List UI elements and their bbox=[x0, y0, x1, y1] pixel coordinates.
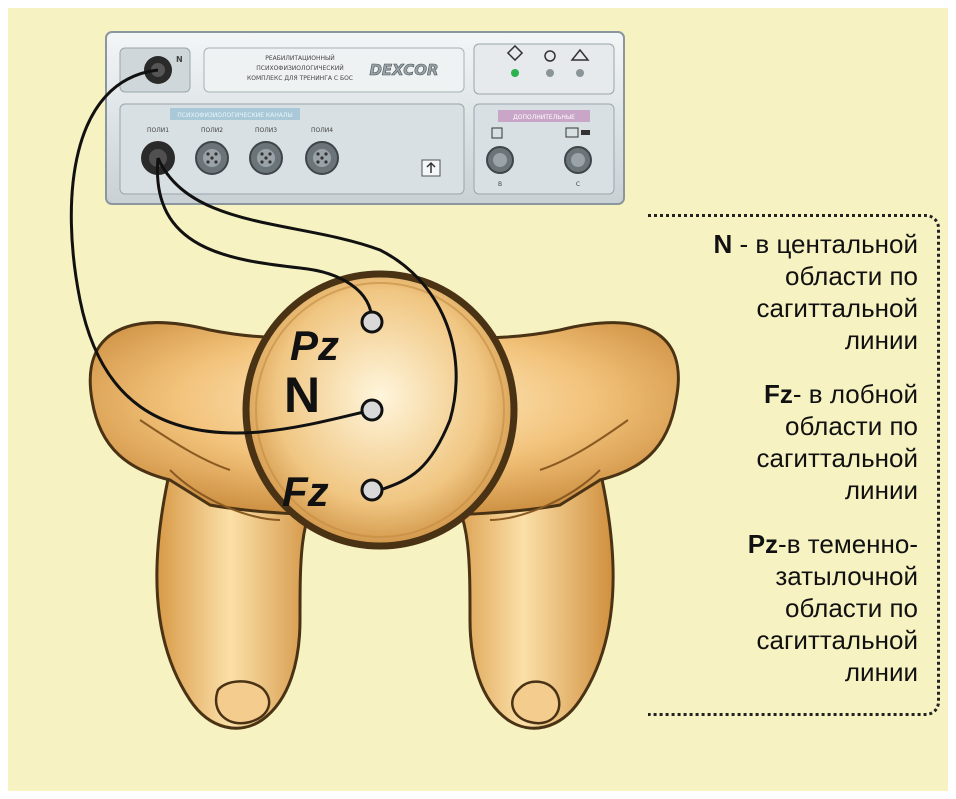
electrode-label-pz: Pz bbox=[290, 322, 339, 369]
channels-header: ПСИХОФИЗИОЛОГИЧЕСКИЕ КАНАЛЫ bbox=[177, 112, 292, 119]
channel-socket-4 bbox=[306, 142, 338, 174]
channel-label-4: ПОЛИ4 bbox=[311, 127, 333, 134]
person-figure bbox=[90, 274, 678, 728]
brand-logo: DEXCOR bbox=[369, 61, 438, 79]
channel-label-2: ПОЛИ2 bbox=[201, 127, 223, 134]
device-title-line-2: ПСИХОФИЗИОЛОГИЧЕСКИЙ bbox=[256, 65, 343, 72]
channel-label-1: ПОЛИ1 bbox=[147, 127, 169, 134]
channel-socket-2 bbox=[196, 142, 228, 174]
legend-text-n: - в центальной области по сагиттальной л… bbox=[732, 229, 918, 355]
device-usb-icon bbox=[422, 160, 440, 176]
device-title-line-1: РЕАБИЛИТАЦИОННЫЙ bbox=[265, 55, 335, 62]
legend-item-fz: Fz- в лобной области по сагиттальной лин… bbox=[600, 378, 918, 506]
extra-label-b: B bbox=[498, 181, 502, 188]
device: N РЕАБИЛИТАЦИОННЫЙ ПСИХОФИЗИОЛОГИЧЕСКИЙ … bbox=[106, 32, 624, 204]
legend-key-pz: Pz bbox=[748, 529, 778, 559]
legend-key-fz: Fz bbox=[764, 379, 793, 409]
extra-label-c: C bbox=[576, 181, 580, 188]
electrode-pz bbox=[362, 312, 382, 332]
electrode-label-fz: Fz bbox=[282, 468, 329, 515]
channel-label-3: ПОЛИ3 bbox=[255, 127, 277, 134]
legend-text-pz: -в теменно- затылочной области по сагитт… bbox=[756, 529, 918, 687]
neutral-socket-label: N bbox=[176, 55, 183, 64]
channel-socket-3 bbox=[250, 142, 282, 174]
legend-item-pz: Pz-в теменно- затылочной области по саги… bbox=[600, 528, 918, 688]
legend-item-n: N - в центальной области по сагиттальной… bbox=[600, 228, 918, 356]
legend-key-n: N bbox=[714, 229, 733, 259]
legend: N - в центальной области по сагиттальной… bbox=[600, 228, 918, 710]
electrode-label-n: N bbox=[284, 367, 320, 423]
electrode-n bbox=[362, 400, 382, 420]
device-title-line-3: КОМПЛЕКС ДЛЯ ТРЕНИНГА С БОС bbox=[247, 75, 353, 82]
electrode-fz bbox=[362, 480, 382, 500]
extra-header: ДОПОЛНИТЕЛЬНЫЕ bbox=[513, 114, 575, 121]
